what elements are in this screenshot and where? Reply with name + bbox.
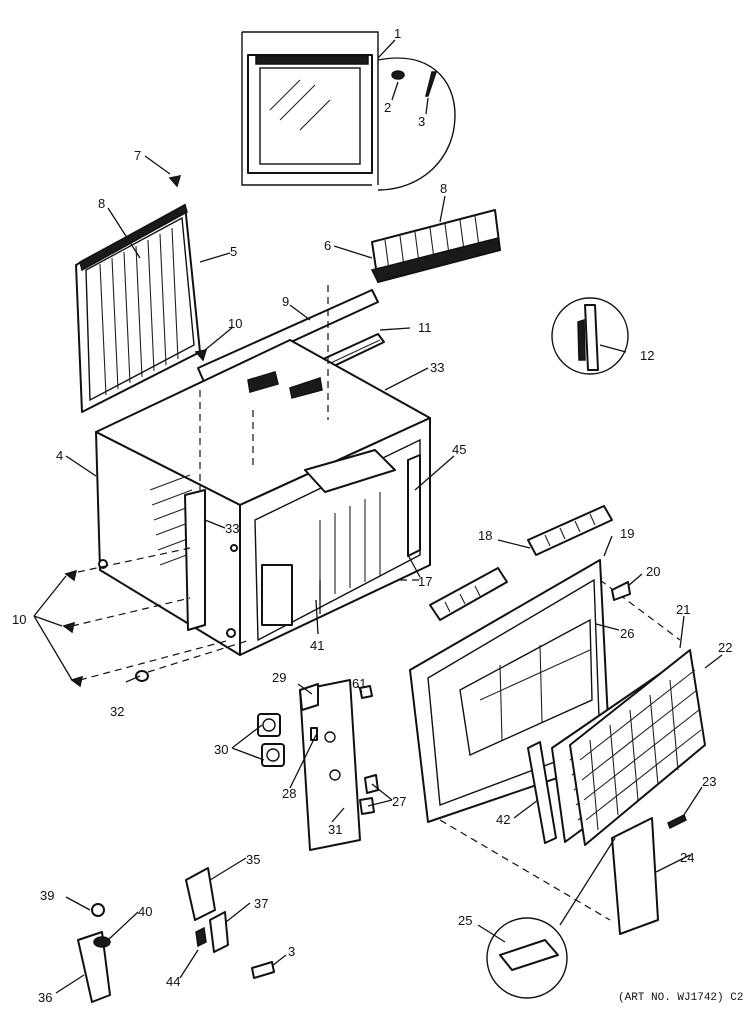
callout-3: 3 (418, 114, 425, 129)
callout-41: 41 (310, 638, 324, 653)
callout-21: 21 (676, 602, 690, 617)
callout-31: 31 (328, 822, 342, 837)
seal-detail-inset (551, 297, 629, 375)
callout-30: 30 (214, 742, 228, 757)
callout-19: 19 (620, 526, 634, 541)
callout-11: 11 (418, 320, 432, 335)
plug (135, 670, 149, 682)
callout-36: 36 (38, 990, 52, 1005)
callout-24: 24 (680, 850, 694, 865)
control-bracket (299, 679, 361, 851)
callout-18: 18 (478, 528, 492, 543)
callout-22: 22 (718, 640, 732, 655)
callout-2: 2 (384, 100, 391, 115)
callout-45: 45 (452, 442, 466, 457)
callout-6: 6 (324, 238, 331, 253)
callout-37: 37 (254, 896, 268, 911)
pin (667, 813, 687, 830)
callout-40: 40 (138, 904, 152, 919)
louvers (429, 505, 613, 621)
callout-10b: 10 (12, 612, 26, 627)
alignment-lines (71, 285, 681, 921)
callout-9: 9 (282, 294, 289, 309)
callout-35: 35 (246, 852, 260, 867)
callout-33b: 33 (225, 521, 239, 536)
callout-61: 61 (352, 676, 366, 691)
callout-4: 4 (56, 448, 63, 463)
callout-39: 39 (40, 888, 54, 903)
callout-29: 29 (272, 670, 286, 685)
cabinet (95, 339, 431, 656)
handle-bracket (527, 741, 557, 844)
art-number: (ART NO. WJ1742) C2 (618, 992, 743, 1004)
control-knobs (257, 713, 285, 767)
callout-25: 25 (458, 913, 472, 928)
callout-27: 27 (392, 794, 406, 809)
screws (62, 175, 208, 688)
latch-detail-inset (486, 837, 616, 999)
callout-28: 28 (282, 786, 296, 801)
leader-lines (33, 39, 723, 994)
callout-44: 44 (166, 974, 180, 989)
callout-20: 20 (646, 564, 660, 579)
mounting-brackets (77, 867, 275, 1003)
callout-12: 12 (640, 348, 654, 363)
callout-3b: 3 (288, 944, 295, 959)
small-clips (359, 685, 379, 815)
left-side-panel (75, 203, 201, 413)
callout-17: 17 (418, 574, 432, 589)
callout-8a: 8 (98, 196, 105, 211)
callout-23: 23 (702, 774, 716, 789)
callout-10a: 10 (228, 316, 242, 331)
callout-7: 7 (134, 148, 141, 163)
callout-26: 26 (620, 626, 634, 641)
callout-32: 32 (110, 704, 124, 719)
top-insulation-strip (370, 209, 501, 283)
access-door (611, 817, 659, 935)
callout-5: 5 (230, 244, 237, 259)
callout-33a: 33 (430, 360, 444, 375)
window-detail-inset (241, 31, 456, 191)
grille (569, 649, 706, 846)
callout-labels: 1 2 3 4 5 6 7 8 8 9 10 10 11 12 17 18 19… (12, 26, 743, 1005)
callout-1: 1 (394, 26, 401, 41)
callout-8b: 8 (440, 181, 447, 196)
callout-42: 42 (496, 812, 510, 827)
